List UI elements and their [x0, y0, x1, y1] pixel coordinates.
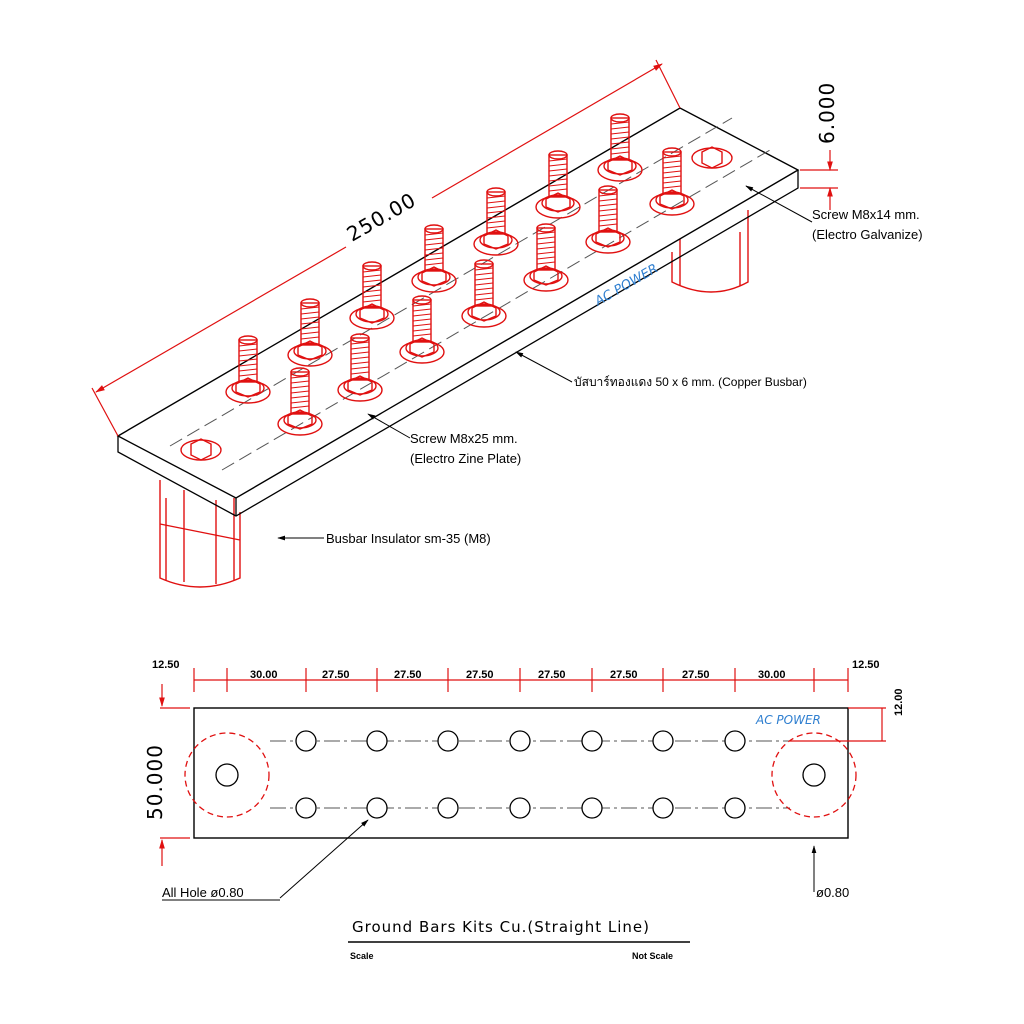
plan-holes	[295, 730, 746, 819]
plan-hole	[437, 730, 459, 752]
screw	[411, 224, 457, 293]
screw-small-label-1: Screw M8x14 mm.	[812, 207, 920, 222]
screw	[649, 147, 695, 216]
dim-label: 27.50	[538, 669, 566, 681]
length-dim-text: 250.00	[343, 188, 421, 247]
plan-hole	[366, 730, 388, 752]
plan-hole	[437, 797, 459, 819]
all-hole-note: All Hole ø0.80	[162, 885, 244, 900]
mount-hole-right	[802, 763, 826, 787]
plan-watermark: AC POWER	[755, 713, 821, 727]
screw	[225, 335, 271, 404]
plan-hole	[581, 730, 603, 752]
screw-small-label-2: (Electro Galvanize)	[812, 227, 923, 242]
insulator-right	[671, 210, 749, 293]
dim-label: 12.50	[852, 659, 880, 671]
right-hole-note: ø0.80	[816, 885, 849, 900]
screw	[277, 367, 323, 436]
plan-hole	[295, 797, 317, 819]
mount-hole-left	[215, 763, 239, 787]
dim-label: 27.50	[682, 669, 710, 681]
dim-label: 27.50	[466, 669, 494, 681]
width-dim-text: 50.000	[143, 744, 167, 820]
width-dimension: 50.000	[143, 684, 190, 866]
insulator-left	[159, 480, 241, 588]
dim-label: 30.00	[758, 669, 786, 681]
busbar-label: บัสบาร์ทองแดง 50 x 6 mm. (Copper Busbar)	[574, 375, 807, 389]
screws-group	[225, 113, 695, 436]
scale-value: Not Scale	[632, 951, 673, 961]
scale-label: Scale	[350, 951, 374, 961]
insulator-label: Busbar Insulator sm-35 (M8)	[326, 531, 491, 546]
plan-hole	[581, 797, 603, 819]
mount-circle-right	[771, 732, 857, 818]
screw	[523, 223, 569, 292]
plan-hole	[509, 730, 531, 752]
plan-view: AC POWER 12.50 30.00 27.50 27.50 27.50 27.50 2…	[143, 659, 905, 901]
dim-label: 12.50	[152, 659, 180, 671]
thickness-dimension: 6.000	[800, 82, 839, 210]
screw	[535, 150, 581, 219]
plan-hole	[724, 730, 746, 752]
dim-label: 27.50	[394, 669, 422, 681]
dim-label: 30.00	[250, 669, 278, 681]
plan-hole	[652, 730, 674, 752]
dim-label: 27.50	[322, 669, 350, 681]
nut-left	[180, 438, 222, 461]
screw	[461, 259, 507, 328]
plan-hole	[724, 797, 746, 819]
title-block: Ground Bars Kits Cu.(Straight Line) Scal…	[348, 918, 690, 961]
plan-hole	[366, 797, 388, 819]
plan-hole	[652, 797, 674, 819]
dim-label: 27.50	[610, 669, 638, 681]
thickness-dim-text: 6.000	[815, 82, 839, 144]
top-dimension-chain: 12.50 30.00 27.50 27.50 27.50 27.50 27.50 27.50…	[152, 659, 880, 692]
screw-large-label-2: (Electro Zine Plate)	[410, 451, 521, 466]
edge-dim-text: 12.00	[893, 688, 905, 716]
plan-hole	[509, 797, 531, 819]
isometric-view: AC POWER 250.00 6.000 Screw M8x14 mm. (E…	[91, 59, 923, 588]
screw	[473, 187, 519, 256]
edge-dimension: 12.00	[790, 688, 905, 742]
screw	[337, 333, 383, 402]
nut-right	[691, 146, 733, 169]
mount-circle-left	[184, 732, 270, 818]
drawing-title: Ground Bars Kits Cu.(Straight Line)	[352, 918, 650, 936]
screw	[287, 298, 333, 367]
screw	[349, 261, 395, 330]
screw	[597, 113, 643, 182]
screw	[585, 185, 631, 254]
screw	[399, 295, 445, 364]
screw-large-label-1: Screw M8x25 mm.	[410, 431, 518, 446]
plan-hole	[295, 730, 317, 752]
